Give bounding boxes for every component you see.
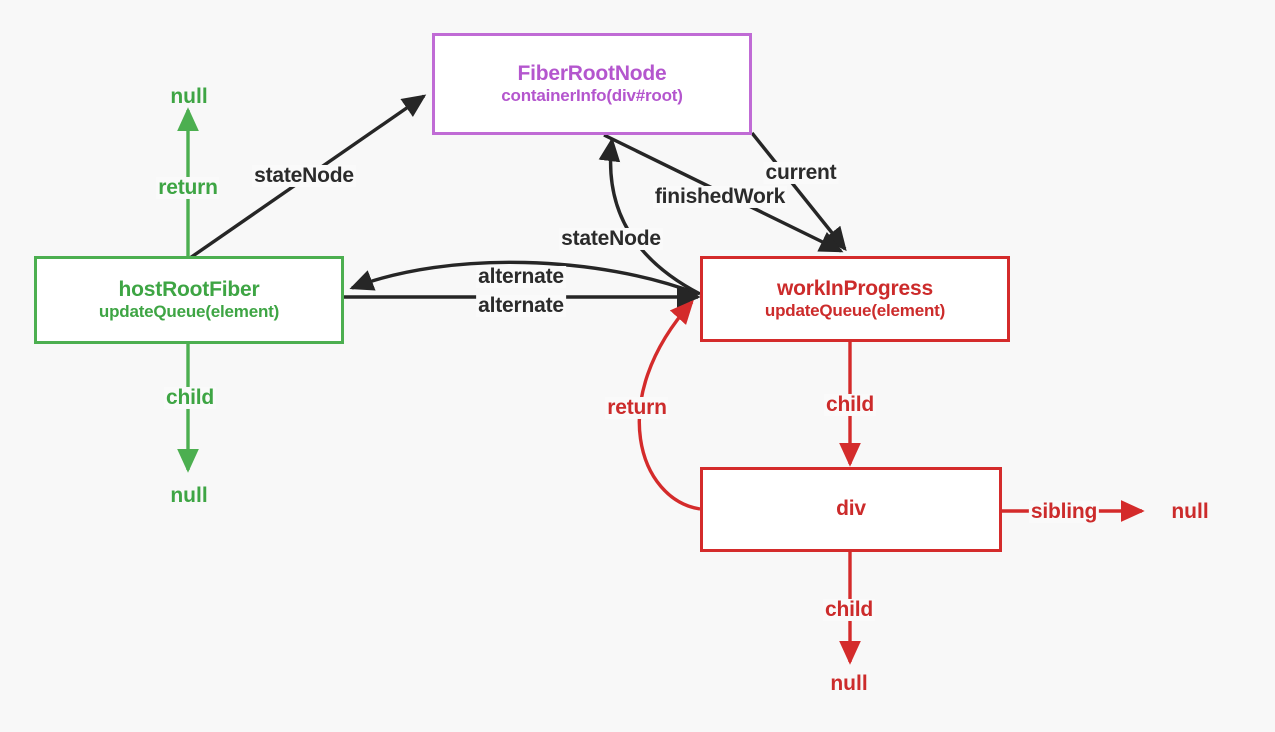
edge-label-finishedwork: finishedWork <box>652 184 788 209</box>
node-work-in-progress[interactable]: workInProgress updateQueue(element) <box>700 256 1010 342</box>
terminal-null-red-sibling: null <box>1171 500 1209 523</box>
node-subtitle: containerInfo(div#root) <box>501 86 683 106</box>
node-title: hostRootFiber <box>118 277 260 301</box>
node-fiber-root-node[interactable]: FiberRootNode containerInfo(div#root) <box>432 33 752 135</box>
edge-label-statenode-workinprogress: stateNode <box>559 226 663 251</box>
edge-label-alternate-top: alternate <box>476 264 566 289</box>
edge-label-child-red-workinprogress: child <box>823 392 877 417</box>
terminal-null-green-child: null <box>170 484 208 507</box>
edge-label-return-red: return <box>605 395 669 420</box>
edge-label-alternate-bottom: alternate <box>476 293 566 318</box>
node-host-root-fiber[interactable]: hostRootFiber updateQueue(element) <box>34 256 344 344</box>
edge-statenode-workinprogress-to-fiberrootnode <box>598 137 701 296</box>
terminal-null-red-child: null <box>830 672 868 695</box>
terminal-null-green-return: null <box>170 85 208 108</box>
node-title: div <box>836 497 866 521</box>
node-title: workInProgress <box>777 276 933 300</box>
edge-label-sibling-red: sibling <box>1028 499 1100 524</box>
node-title: FiberRootNode <box>517 61 667 85</box>
node-div[interactable]: div <box>700 467 1002 552</box>
edge-label-statenode-root: stateNode <box>252 163 356 188</box>
edge-label-return-green: return <box>156 175 220 200</box>
edge-label-current: current <box>763 160 839 185</box>
edge-label-child-green: child <box>163 385 217 410</box>
edge-label-child-red-div: child <box>822 597 876 622</box>
node-subtitle: updateQueue(element) <box>98 302 280 322</box>
node-subtitle: updateQueue(element) <box>764 301 946 321</box>
